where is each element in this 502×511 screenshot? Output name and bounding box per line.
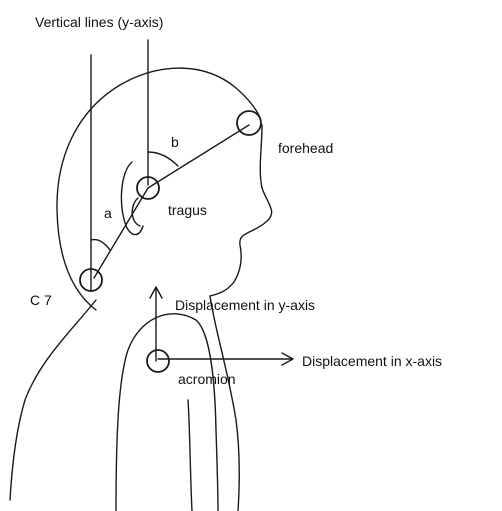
- shoulder-arm-outline: [116, 314, 218, 511]
- acromion-marker: [147, 350, 169, 372]
- c7-label: C 7: [30, 292, 52, 308]
- line-tragus-forehead: [148, 125, 249, 188]
- title-label: Vertical lines (y-axis): [35, 14, 163, 30]
- acromion-label: acromion: [178, 371, 236, 387]
- tragus-label: tragus: [168, 202, 207, 218]
- arm-inner-line: [188, 400, 192, 511]
- displacement-x-label: Displacement in x-axis: [302, 353, 442, 369]
- angle-arc-b: [148, 152, 178, 166]
- face-profile: [210, 125, 272, 296]
- forehead-marker: [237, 111, 261, 135]
- angle-b-label: b: [171, 134, 179, 150]
- angle-arc-a: [91, 239, 110, 250]
- back-outline: [10, 300, 96, 500]
- ear-outline: [121, 162, 143, 235]
- angle-a-label: a: [104, 205, 112, 221]
- forehead-label: forehead: [278, 140, 333, 156]
- displacement-y-label: Displacement in y-axis: [175, 297, 315, 313]
